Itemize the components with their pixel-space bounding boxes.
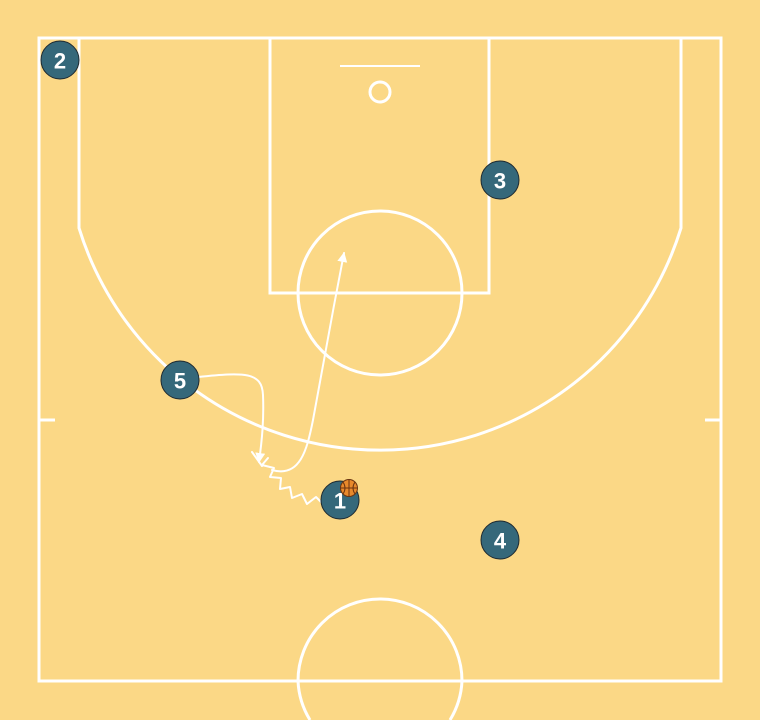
drive-arrow-player-1: [271, 252, 348, 473]
rim: [368, 80, 392, 104]
player-5-marker[interactable]: [160, 360, 200, 400]
dribble-path-player-1: [261, 457, 323, 505]
player-2[interactable]: 2: [40, 40, 80, 80]
player-3[interactable]: 3: [480, 160, 520, 200]
player-3-marker[interactable]: [480, 160, 520, 200]
player-4-label: 4: [494, 529, 507, 554]
cut-arrow-player-5: [197, 373, 266, 463]
center-circle-lower-right: [448, 680, 464, 720]
player-5-label: 5: [174, 369, 186, 394]
center-circle-lower-left: [296, 680, 312, 720]
basketball-icon: [340, 479, 358, 497]
player-4-marker[interactable]: [480, 520, 520, 560]
player-2-marker[interactable]: [40, 40, 80, 80]
player-3-label: 3: [494, 169, 506, 194]
player-2-label: 2: [54, 49, 66, 74]
player-4[interactable]: 4: [480, 520, 520, 560]
center-circle: [296, 597, 464, 682]
dribble-end-bar: [251, 451, 263, 467]
free-throw-circle: [296, 209, 464, 377]
player-5[interactable]: 5: [160, 360, 200, 400]
three-point-line: [77, 38, 683, 452]
